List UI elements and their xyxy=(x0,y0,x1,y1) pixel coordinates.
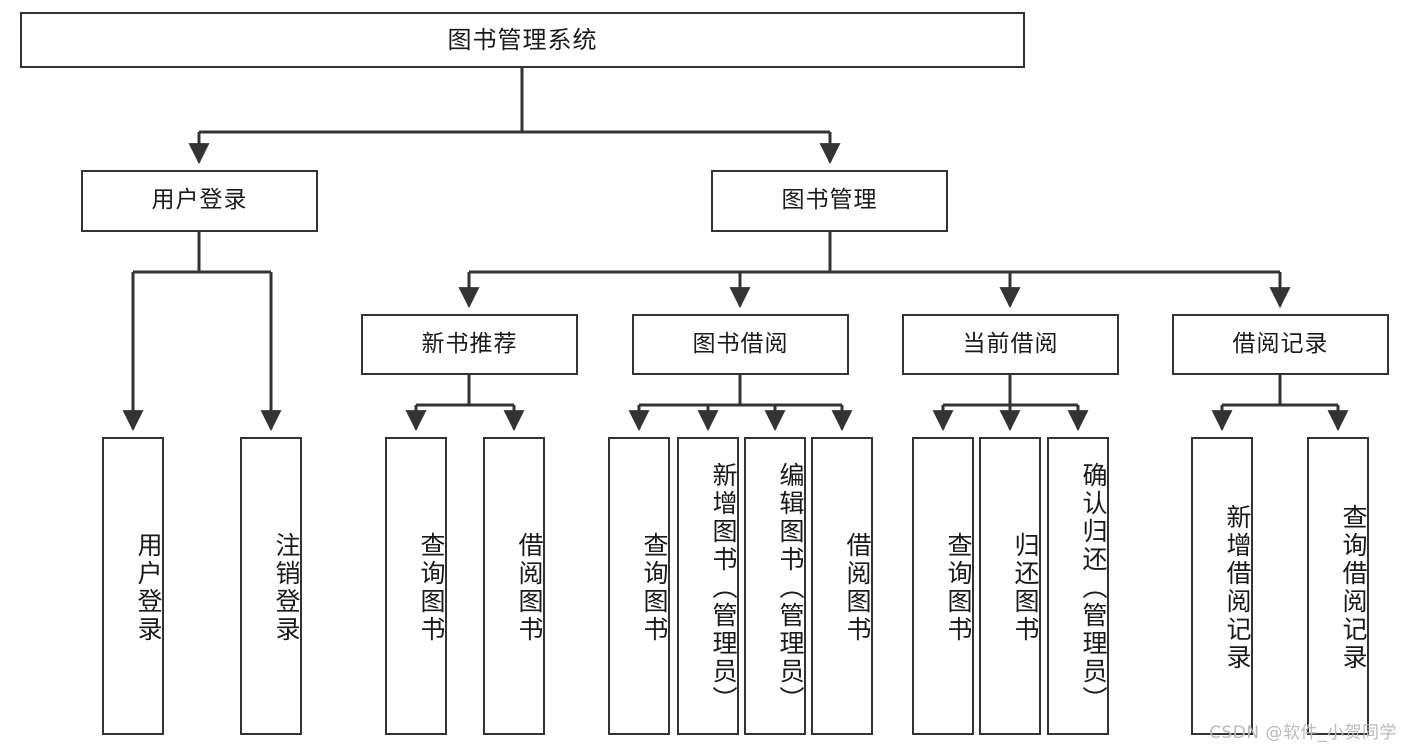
node-leaf-edit-book[interactable]: 编辑图书（管理员） xyxy=(744,437,806,735)
node-leaf-query-record-label: 查询借阅记录 xyxy=(1339,504,1368,672)
node-leaf-add-record-label: 新增借阅记录 xyxy=(1223,504,1252,672)
node-leaf-borrow-book-1-label: 借阅图书 xyxy=(515,532,544,644)
node-leaf-borrow-book-1[interactable]: 借阅图书 xyxy=(483,437,545,735)
node-new-book-recommend-label: 新书推荐 xyxy=(421,330,518,357)
node-borrow-record[interactable]: 借阅记录 xyxy=(1172,314,1389,375)
node-leaf-query-record[interactable]: 查询借阅记录 xyxy=(1307,437,1369,735)
node-leaf-return-book[interactable]: 归还图书 xyxy=(979,437,1041,735)
node-leaf-query-book-2[interactable]: 查询图书 xyxy=(608,437,670,735)
node-leaf-query-book-2-label: 查询图书 xyxy=(640,532,669,644)
node-root-system-label: 图书管理系统 xyxy=(447,25,598,54)
csdn-watermark: CSDN @软件_小贺同学 xyxy=(1209,723,1397,743)
node-leaf-confirm-return[interactable]: 确认归还（管理员） xyxy=(1047,437,1109,735)
node-leaf-query-book-3[interactable]: 查询图书 xyxy=(912,437,974,735)
node-current-borrow[interactable]: 当前借阅 xyxy=(902,314,1119,375)
node-leaf-query-book-1[interactable]: 查询图书 xyxy=(385,437,447,735)
node-new-book-recommend[interactable]: 新书推荐 xyxy=(361,314,578,375)
node-leaf-add-record[interactable]: 新增借阅记录 xyxy=(1191,437,1253,735)
node-leaf-user-login[interactable]: 用户登录 xyxy=(102,437,164,735)
node-book-management[interactable]: 图书管理 xyxy=(711,170,948,232)
node-leaf-confirm-return-label: 确认归还（管理员） xyxy=(1079,462,1108,714)
node-user-login[interactable]: 用户登录 xyxy=(81,170,318,232)
node-leaf-borrow-book-2-label: 借阅图书 xyxy=(843,532,872,644)
node-user-login-label: 用户登录 xyxy=(151,187,248,214)
node-leaf-add-book-label: 新增图书（管理员） xyxy=(709,462,738,714)
node-book-borrow-label: 图书借阅 xyxy=(692,330,789,357)
node-leaf-borrow-book-2[interactable]: 借阅图书 xyxy=(811,437,873,735)
node-root-system[interactable]: 图书管理系统 xyxy=(20,12,1025,68)
node-leaf-return-book-label: 归还图书 xyxy=(1011,532,1040,644)
node-leaf-logout-login-label: 注销登录 xyxy=(272,532,301,644)
node-leaf-query-book-3-label: 查询图书 xyxy=(944,532,973,644)
node-leaf-add-book[interactable]: 新增图书（管理员） xyxy=(677,437,739,735)
node-current-borrow-label: 当前借阅 xyxy=(962,330,1059,357)
node-leaf-user-login-label: 用户登录 xyxy=(134,532,163,644)
node-book-management-label: 图书管理 xyxy=(781,187,878,214)
node-book-borrow[interactable]: 图书借阅 xyxy=(632,314,849,375)
node-leaf-edit-book-label: 编辑图书（管理员） xyxy=(776,462,805,714)
node-leaf-logout-login[interactable]: 注销登录 xyxy=(240,437,302,735)
node-borrow-record-label: 借阅记录 xyxy=(1232,330,1329,357)
node-leaf-query-book-1-label: 查询图书 xyxy=(417,532,446,644)
